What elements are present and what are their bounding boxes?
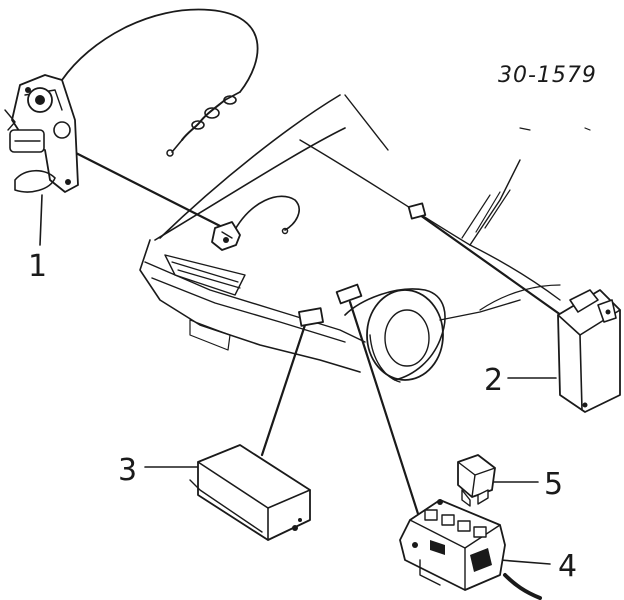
callout-3: 3 [118,453,137,488]
callout-1: 1 [28,249,47,284]
hood-sensor [211,221,241,251]
leader-lines [39,148,577,565]
part-1-actuator [4,74,79,193]
car-body [139,94,591,383]
callout-5: 5 [544,467,563,502]
cables [61,8,300,236]
part-code-label: 30-1579 [498,63,597,88]
part-3-module-box [189,444,311,541]
part-4-relay-block [399,499,542,600]
callout-4: 4 [558,549,577,584]
part-2-control-unit [557,289,621,413]
callout-2: 2 [484,363,503,398]
body-connectors [298,202,427,327]
part-5-relay [457,454,496,507]
